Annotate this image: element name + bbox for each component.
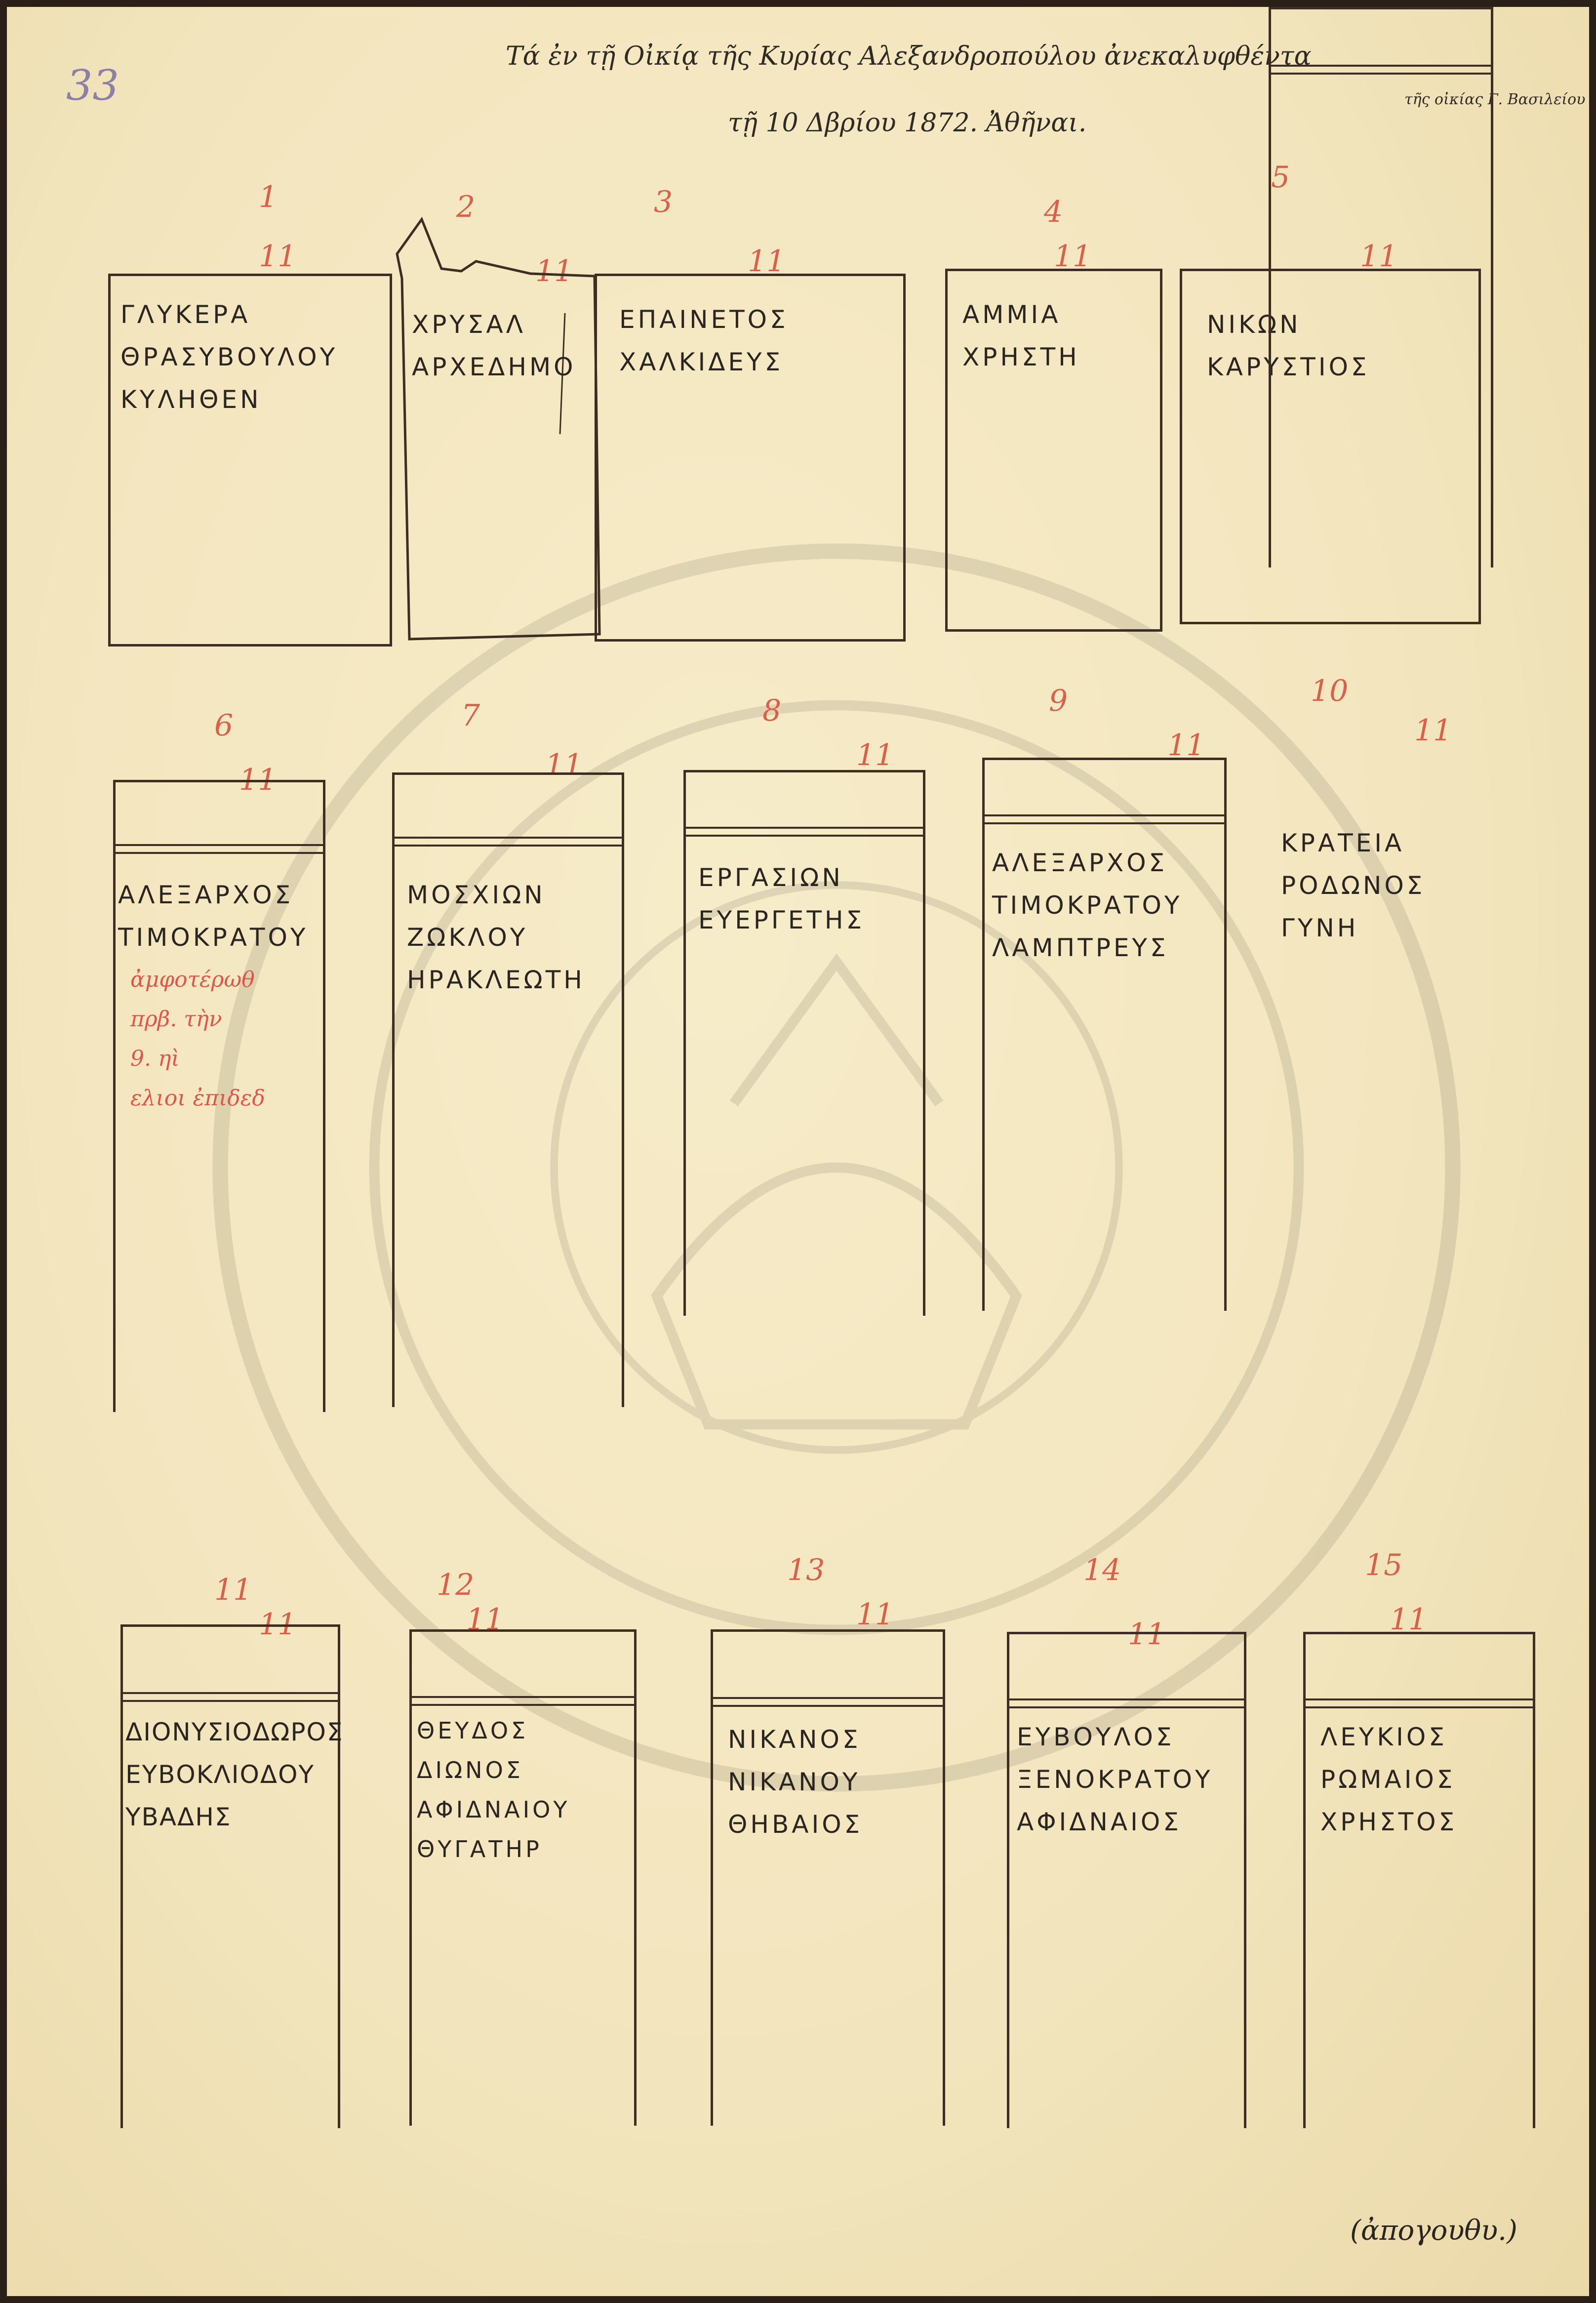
stele-14-inscription: ΕΥΒΟΥΛΟΣ ΞΕΝΟΚΡΑΤΟΥ ΑΦΙΔΝΑΙΟΣ <box>1017 1723 1213 1836</box>
stele-tick: 11 <box>1360 239 1398 274</box>
stele-number: 15 <box>1365 1548 1403 1582</box>
stele-number: 2 <box>456 190 476 224</box>
header-line-1: Τά ἐν τῇ Οἰκίᾳ τῆς Κυρίας Αλεξανδροπούλο… <box>506 41 1312 71</box>
stele-tick: 11 <box>535 254 573 288</box>
stele-2-broken <box>396 216 601 641</box>
stele-8 <box>683 770 925 1316</box>
stele-12 <box>409 1629 637 2126</box>
stele-number: 14 <box>1083 1553 1121 1587</box>
stele-3-inscription: ΕΠΑΙΝΕΤΟΣ ΧΑΛΚΙΔΕΥΣ <box>619 305 789 376</box>
stele-2-inscription: ΧΡΥΣΑΛ ΑΡΧΕΔΗΜΟ <box>412 310 576 381</box>
stele-number: 9 <box>1049 684 1068 718</box>
stele-number: 5 <box>1271 160 1290 195</box>
stele-11 <box>120 1624 340 2128</box>
stele-number: 1 <box>259 180 278 214</box>
stele-11-inscription: ΔΙΟΝΥΣΙΟΔΩΡΟΣ ΕΥΒΟΚΛΙΟΔΟΥ ΥΒΑΔΗΣ <box>125 1718 344 1831</box>
stele-9-inscription: ΑΛΕΞΑΡΧΟΣ ΤΙΜΟΚΡΑΤΟΥ ΛΑΜΠΤΡΕΥΣ <box>992 848 1183 962</box>
stele-tick: 11 <box>1054 239 1092 274</box>
stele-number: 13 <box>787 1553 825 1587</box>
stele-7-inscription: ΜΟΣΧΙΩΝ ΖΩΚΛΟΥ ΗΡΑΚΛΕΩΤΗ <box>407 881 585 994</box>
stele-tick: 11 <box>545 748 583 782</box>
stele-6 <box>113 780 325 1412</box>
stele-6-red-annotation: ἀμφοτέρωθ πρβ. τὴν 9. ηὶ ελιοι ἐπιδεδ <box>130 967 265 1111</box>
stele-13 <box>711 1629 945 2126</box>
stele-tick: 11 <box>856 1597 894 1632</box>
stele-4-inscription: ΑΜΜΙΑ ΧΡΗΣΤΗ <box>962 300 1080 371</box>
stele-1-inscription: ΓΛΥΚΕΡΑ ΘΡΑΣΥΒΟΥΛΟΥ ΚΥΛΗΘΕΝ <box>120 300 338 414</box>
stele-7 <box>392 772 624 1407</box>
stele-5-inscription: ΝΙΚΩΝ ΚΑΡΥΣΤΙΟΣ <box>1207 310 1370 381</box>
stele-tick: 11 <box>1128 1617 1166 1652</box>
stele-14 <box>1007 1632 1246 2128</box>
stele-number: 3 <box>654 185 673 219</box>
stele-8-inscription: ΕΡΓΑΣΙΩΝ ΕΥΕΡΓΕΤΗΣ <box>698 863 865 934</box>
stele-15 <box>1303 1632 1535 2128</box>
stele-tick: 11 <box>1414 713 1452 748</box>
stele-9 <box>982 758 1227 1311</box>
stele-tick: 11 <box>856 738 894 772</box>
stele-6-inscription: ΑΛΕΞΑΡΧΟΣ ΤΙΜΟΚΡΑΤΟΥ <box>118 881 309 952</box>
footer-note: (ἀπογουθυ.) <box>1350 2215 1517 2247</box>
stele-tick: 11 <box>1167 728 1205 763</box>
stele-15-inscription: ΛΕΥΚΙΟΣ ΡΩΜΑΙΟΣ ΧΡΗΣΤΟΣ <box>1320 1723 1458 1836</box>
stele-number: 10 <box>1311 674 1349 708</box>
stele-tick: 11 <box>748 244 786 279</box>
stele-5 <box>1180 269 1481 624</box>
header-line-2: τῇ 10 Δβρίου 1872. Ἀθῆναι. <box>728 108 1087 138</box>
stele-number: 12 <box>437 1568 475 1602</box>
header-note: τῆς οἰκίας Γ. Βασιλείου <box>1404 91 1586 108</box>
stele-3 <box>595 274 906 642</box>
stele-10-inscription: ΚΡΑΤΕΙΑ ΡΟΔΩΝΟΣ ΓΥΝΗ <box>1281 829 1426 942</box>
stele-10 <box>1269 7 1493 567</box>
stele-tick: 11 <box>1390 1602 1428 1637</box>
stele-number: 7 <box>461 698 480 733</box>
stele-tick: 11 <box>259 239 297 274</box>
stele-number: 8 <box>762 693 782 728</box>
stele-12-inscription: ΘΕΥΔΟΣ ΔΙΩΝΟΣ ΑΦΙΔΝΑΙΟΥ ΘΥΓΑΤΗΡ <box>417 1717 570 1862</box>
stele-4 <box>945 269 1162 632</box>
stele-number: 11 <box>214 1573 252 1607</box>
stele-number: 6 <box>214 708 234 743</box>
folio-number: 33 <box>66 61 119 110</box>
stele-number: 4 <box>1044 195 1063 229</box>
stele-1 <box>108 274 392 646</box>
stele-13-inscription: ΝΙΚΑΝΟΣ ΝΙΚΑΝΟΥ ΘΗΒΑΙΟΣ <box>728 1725 863 1839</box>
